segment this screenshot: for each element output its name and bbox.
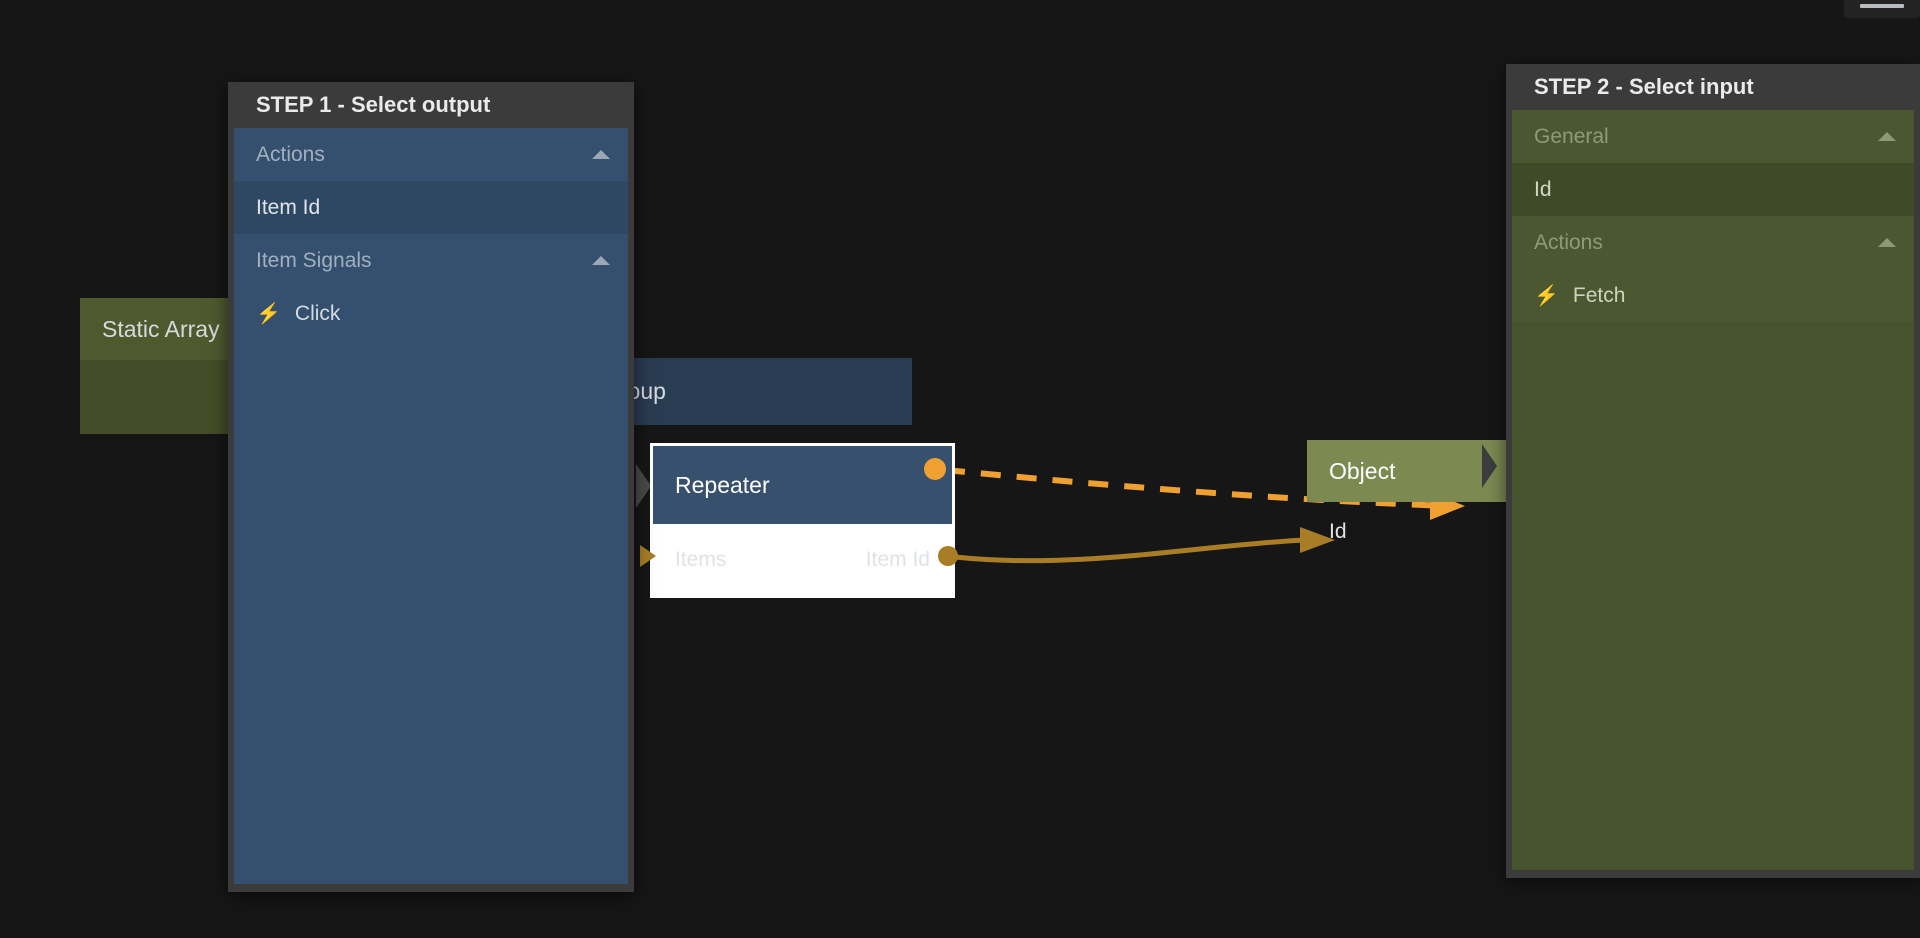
step1-row-label: Click [294,301,341,325]
node-group[interactable]: Group [580,358,912,425]
step2-row-left: Id [1534,178,1552,202]
node-object-collapse-arrow-icon [1482,444,1497,488]
hamburger-icon [1860,4,1904,8]
node-object-input-id-label: Id [1329,520,1347,543]
node-group-collapse-arrow-icon [636,464,651,508]
step1-row-label: Item Id [256,195,321,219]
step2-row-left: General [1534,125,1609,149]
port-repeater-itemid-out[interactable] [938,546,958,566]
step1-row-label: Item Signals [256,248,372,272]
step2-row-label: General [1534,124,1609,148]
node-repeater-port-row[interactable]: Items Item Id [653,524,952,595]
step2-row-label: Fetch [1572,283,1626,307]
step1-row-item-signals[interactable]: Item Signals [234,234,628,287]
node-repeater-title: Repeater [653,446,952,524]
node-repeater[interactable]: Repeater Items Item Id [650,443,955,598]
node-object[interactable]: Object Id [1307,440,1507,562]
step2-row-actions[interactable]: Actions [1512,216,1914,269]
step1-row-left: ⚡ Click [256,302,340,326]
node-object-title: Object [1307,440,1507,502]
wire-data [954,537,1306,564]
step1-popup-title: STEP 1 - Select output [256,92,491,117]
port-repeater-items-in-arrow-icon[interactable] [640,545,656,567]
lightning-bolt-icon: ⚡ [1534,284,1559,307]
step2-row-general[interactable]: General [1512,110,1914,163]
step1-row-left: Actions [256,143,325,167]
lightning-bolt-icon: ⚡ [256,302,281,325]
step2-row-left: ⚡ Fetch [1534,284,1625,308]
step2-popup-title: STEP 2 - Select input [1534,74,1754,99]
chevron-up-icon[interactable] [1878,132,1896,141]
step2-row-fetch[interactable]: ⚡ Fetch [1512,269,1914,322]
step1-row-label: Actions [256,142,325,166]
chevron-up-icon[interactable] [592,150,610,159]
step1-row-click[interactable]: ⚡ Click [234,287,628,340]
node-repeater-input-items-label: Items [675,547,727,571]
topbar-menu-stub[interactable] [1844,0,1920,18]
port-repeater-signal-out[interactable] [924,458,946,480]
step1-row-left: Item Signals [256,249,372,273]
step2-row-left: Actions [1534,231,1603,255]
step2-row-label: Id [1534,177,1552,201]
step1-row-item-id[interactable]: Item Id [234,181,628,234]
step2-row-id[interactable]: Id [1512,163,1914,216]
step2-row-label: Actions [1534,230,1603,254]
chevron-up-icon[interactable] [1878,238,1896,247]
node-repeater-output-itemid-label: Item Id [865,547,930,571]
node-object-port-row[interactable]: Id [1307,502,1507,562]
step1-row-left: Item Id [256,196,320,220]
chevron-up-icon[interactable] [592,256,610,265]
step1-row-actions[interactable]: Actions [234,128,628,181]
node-group-title: Group [580,358,912,425]
